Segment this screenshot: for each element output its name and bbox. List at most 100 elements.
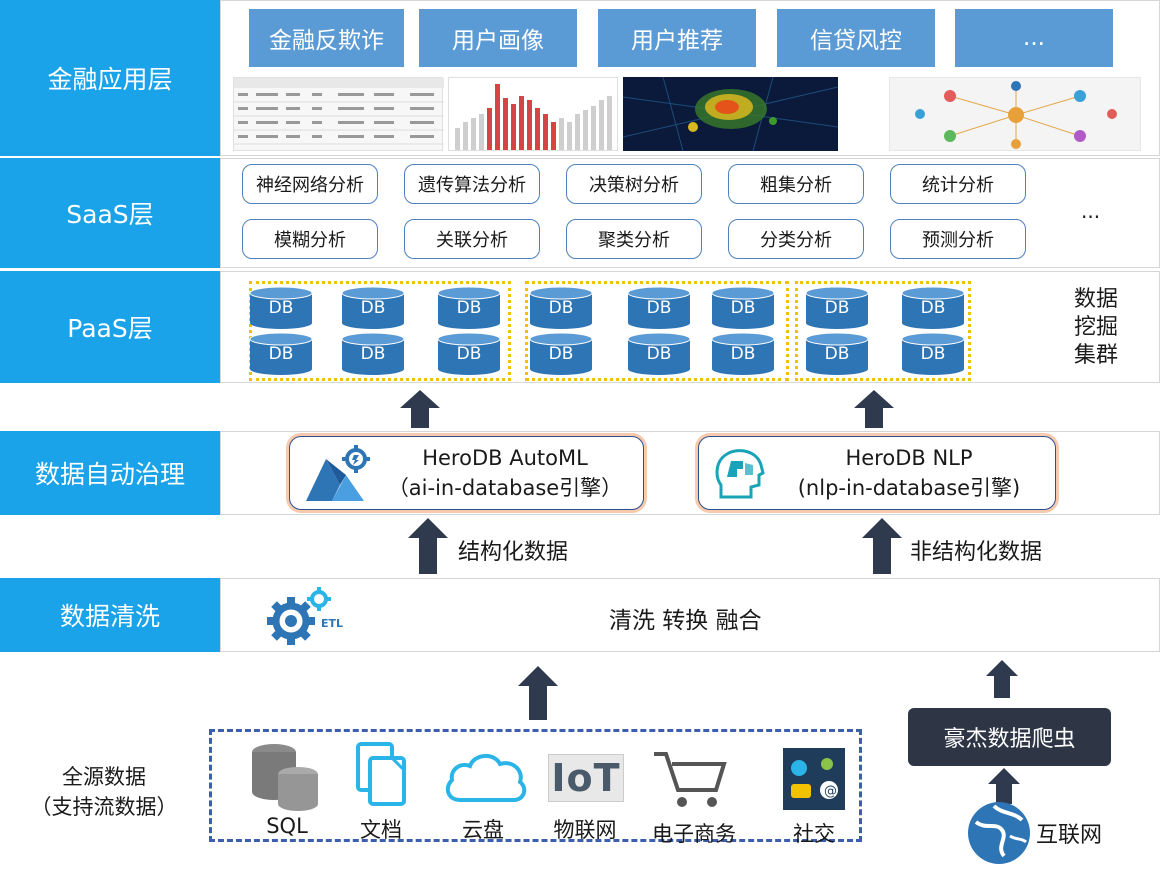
cleaning-layer-band: ETL 清洗 转换 融合 xyxy=(220,578,1160,652)
arrow-up-unstructured xyxy=(862,518,902,574)
db-label: DB xyxy=(268,298,294,318)
db-cylinder: DB xyxy=(901,286,965,329)
source-iot-label: 物联网 xyxy=(553,818,617,842)
network-thumbnail xyxy=(889,77,1141,151)
sources-label: 全源数据 （支持流数据） xyxy=(14,762,194,822)
db-cylinder: DB xyxy=(627,286,691,329)
db-group-1 xyxy=(249,281,511,381)
sources-label-line1: 全源数据 xyxy=(62,765,146,789)
db-cylinder: DB xyxy=(627,332,691,375)
source-social-label: 社交 xyxy=(793,822,835,846)
cluster-label-line3: 集群 xyxy=(1073,343,1118,368)
arrow-up-structured xyxy=(408,518,448,574)
saas-statistics: 统计分析 xyxy=(890,164,1026,204)
db-label: DB xyxy=(456,298,482,318)
cluster-label-line1: 数据 xyxy=(1073,287,1118,312)
db-label: DB xyxy=(548,344,574,364)
db-group-2 xyxy=(525,281,789,381)
database-icon xyxy=(252,744,318,811)
cleaning-ops-label: 清洗 转换 融合 xyxy=(609,608,762,634)
db-cylinder: DB xyxy=(437,332,501,375)
db-cylinder: DB xyxy=(341,286,405,329)
source-sql-label: SQL xyxy=(266,814,308,838)
iot-icon: IoT xyxy=(548,754,624,802)
nlp-title: HeroDB NLP xyxy=(845,446,973,470)
nlp-engine-box: HeroDB NLP (nlp-in-database引擎) xyxy=(698,436,1056,510)
head-puzzle-icon xyxy=(715,449,765,499)
saas-fuzzy: 模糊分析 xyxy=(242,219,378,259)
arrow-up-automl-to-paas xyxy=(400,390,440,428)
saas-decision-tree: 决策树分析 xyxy=(566,164,702,204)
saas-rough-set: 粗集分析 xyxy=(728,164,864,204)
app-fraud: 金融反欺诈 xyxy=(249,9,404,67)
saas-association: 关联分析 xyxy=(404,219,540,259)
db-cylinder: DB xyxy=(249,286,313,329)
cluster-label: 数据 挖掘 集群 xyxy=(1071,286,1121,370)
social-icon: @ xyxy=(783,748,845,810)
db-cylinder: DB xyxy=(711,332,775,375)
db-label: DB xyxy=(360,298,386,318)
internet-label: 互联网 xyxy=(1036,823,1103,848)
cloud-icon xyxy=(445,754,527,802)
etl-label: ETL xyxy=(321,617,344,630)
automl-icon xyxy=(306,445,370,501)
layer-cleaning-label: 数据清洗 xyxy=(0,578,220,652)
bar-chart-thumbnail xyxy=(448,77,618,151)
db-cylinder: DB xyxy=(805,286,869,329)
db-label: DB xyxy=(730,298,756,318)
table-thumbnail xyxy=(233,77,444,151)
arrow-up-sources xyxy=(518,666,558,720)
structured-data-label: 结构化数据 xyxy=(458,540,569,565)
layer-paas-label: PaaS层 xyxy=(0,271,220,383)
saas-classification: 分类分析 xyxy=(728,219,864,259)
db-cylinder: DB xyxy=(901,332,965,375)
arrow-up-internet xyxy=(988,768,1020,804)
finance-layer-band: 金融反欺诈 用户画像 用户推荐 信贷风控 ... xyxy=(220,0,1160,156)
cluster-label-line2: 挖掘 xyxy=(1073,315,1118,340)
svg-text:@: @ xyxy=(824,784,837,799)
db-cylinder: DB xyxy=(437,286,501,329)
app-credit-risk: 信贷风控 xyxy=(777,9,935,67)
nlp-subtitle: (nlp-in-database引擎) xyxy=(797,476,1021,500)
saas-neural-network: 神经网络分析 xyxy=(242,164,378,204)
db-label: DB xyxy=(824,344,850,364)
layer-governance-label: 数据自动治理 xyxy=(0,431,220,515)
automl-title: HeroDB AutoML xyxy=(422,446,588,470)
db-label: DB xyxy=(920,298,946,318)
automl-subtitle: （ai-in-database引擎） xyxy=(387,476,623,500)
db-label: DB xyxy=(360,344,386,364)
db-cylinder: DB xyxy=(341,332,405,375)
arrow-up-crawler xyxy=(986,660,1018,698)
app-user-profile: 用户画像 xyxy=(419,9,577,67)
db-cylinder: DB xyxy=(529,332,593,375)
db-label: DB xyxy=(824,298,850,318)
app-more: ... xyxy=(955,9,1113,67)
source-ecommerce-label: 电子商务 xyxy=(652,822,736,846)
globe-icon xyxy=(968,802,1030,864)
etl-gear-icon xyxy=(267,587,331,645)
db-cylinder: DB xyxy=(249,332,313,375)
heatmap-thumbnail xyxy=(623,77,838,151)
db-cylinder: DB xyxy=(711,286,775,329)
db-label: DB xyxy=(646,344,672,364)
db-group-3 xyxy=(795,281,971,381)
automl-engine-box: HeroDB AutoML （ai-in-database引擎） xyxy=(289,436,644,510)
sources-box: SQL 文档 云盘 IoT 物联网 电子商务 @ 社交 xyxy=(209,729,862,846)
layer-finance-label: 金融应用层 xyxy=(0,0,220,156)
db-label: DB xyxy=(920,344,946,364)
saas-more: ... xyxy=(1081,199,1101,223)
app-user-recommend: 用户推荐 xyxy=(598,9,756,67)
crawler-box: 豪杰数据爬虫 xyxy=(908,708,1111,766)
db-label: DB xyxy=(646,298,672,318)
db-cylinder: DB xyxy=(805,332,869,375)
db-label: DB xyxy=(548,298,574,318)
paas-layer-band: 数据 挖掘 集群 DB DB DB DB DB DB DB DB DB DB DB DB DB DB DB D… xyxy=(220,271,1160,383)
db-label: DB xyxy=(730,344,756,364)
saas-genetic-algorithm: 遗传算法分析 xyxy=(404,164,540,204)
saas-prediction: 预测分析 xyxy=(890,219,1026,259)
saas-clustering: 聚类分析 xyxy=(566,219,702,259)
source-cloud-label: 云盘 xyxy=(462,818,504,842)
db-label: DB xyxy=(268,344,294,364)
unstructured-data-label: 非结构化数据 xyxy=(910,540,1043,565)
document-icon xyxy=(356,742,406,806)
